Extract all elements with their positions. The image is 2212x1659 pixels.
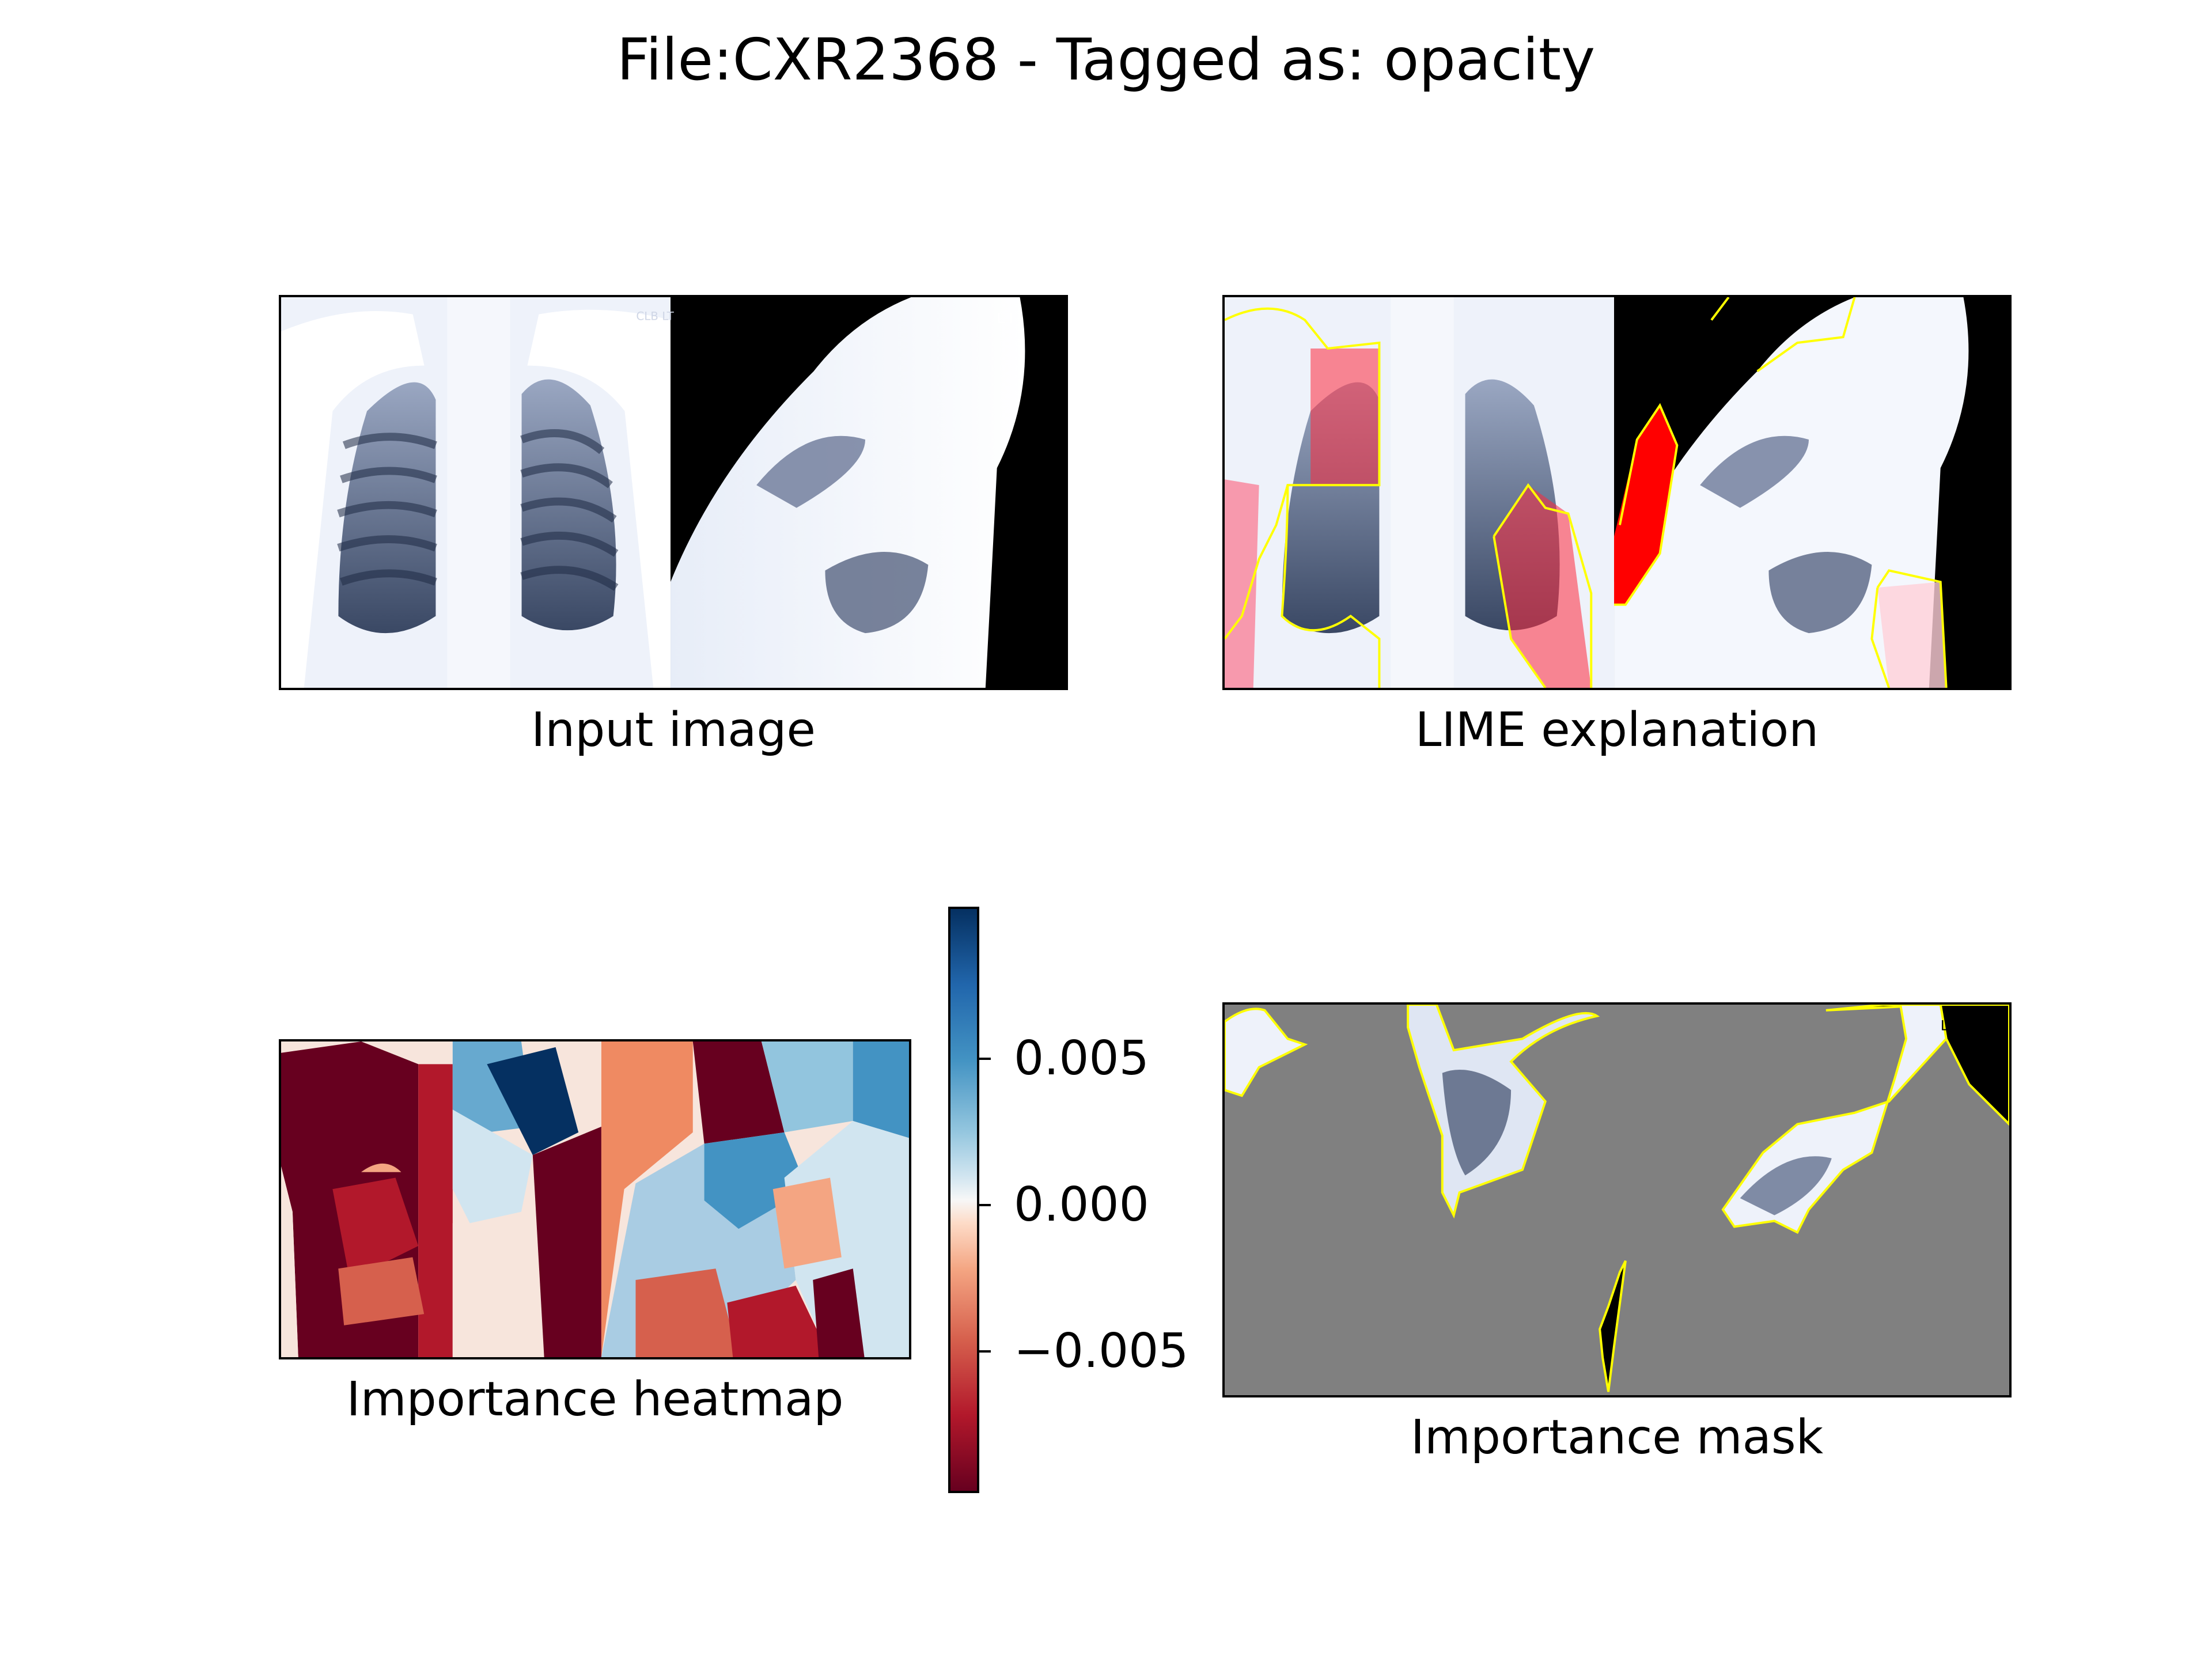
mask-image: L I	[1225, 1005, 2009, 1395]
mask-region-right	[1825, 1005, 2009, 1126]
highlight-region-center	[1494, 485, 1592, 688]
mask-region-top-left	[1225, 1007, 1308, 1097]
highlight-region-lower-right	[1877, 582, 1946, 688]
mask-region-sliver	[1599, 1260, 1627, 1392]
highlight-region-upper-lung	[1310, 348, 1380, 486]
importance-heatmap-panel	[279, 1039, 911, 1359]
lime-explanation-caption: LIME explanation	[1415, 703, 1819, 757]
svg-text:L I: L I	[1941, 1018, 1957, 1034]
lime-image	[1225, 297, 2009, 688]
heatmap-colorbar	[948, 907, 979, 1493]
highlight-region-left-edge	[1225, 479, 1259, 688]
highlight-region-solid	[1614, 405, 1677, 605]
colorbar-tick-label: 0.000	[1014, 1177, 1149, 1232]
colorbar-tick	[979, 1350, 991, 1353]
svg-text:CLB LT: CLB LT	[636, 310, 674, 323]
colorbar-tick	[979, 1204, 991, 1206]
input-image: CLB LT L I	[281, 297, 1066, 688]
colorbar-tick-label: 0.005	[1014, 1031, 1149, 1086]
svg-text:L I: L I	[997, 310, 1013, 327]
importance-heatmap-caption: Importance heatmap	[346, 1372, 844, 1427]
figure-title: File:CXR2368 - Tagged as: opacity	[616, 26, 1596, 93]
importance-mask-caption: Importance mask	[1410, 1410, 1824, 1465]
heatmap-image	[281, 1041, 909, 1357]
lime-explanation-panel	[1222, 295, 2012, 690]
input-image-panel: CLB LT L I	[279, 295, 1068, 690]
input-image-caption: Input image	[531, 703, 816, 757]
importance-mask-panel: L I	[1222, 1002, 2012, 1397]
colorbar-tick-label: −0.005	[1014, 1324, 1189, 1378]
colorbar-tick	[979, 1058, 991, 1060]
